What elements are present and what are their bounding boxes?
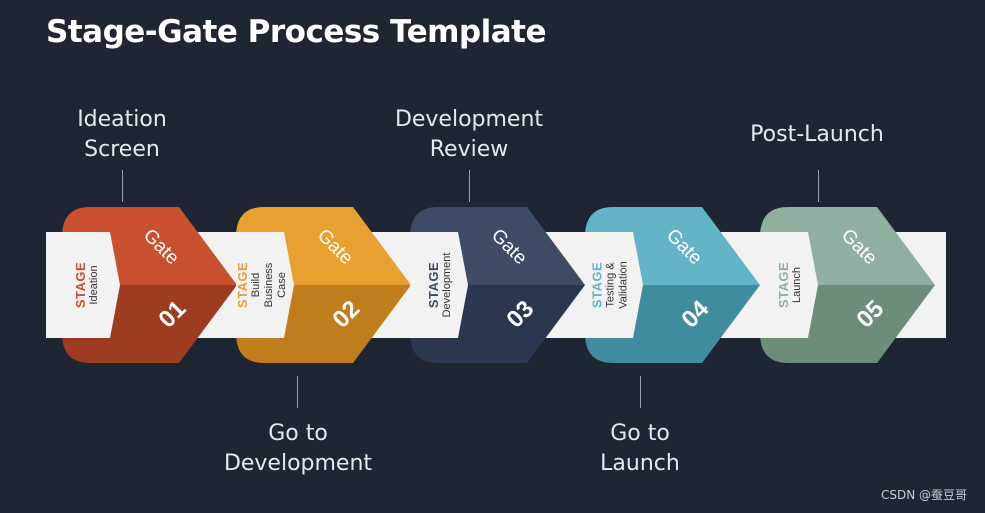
stage-word: STAGE <box>235 261 250 309</box>
connector-line <box>122 170 123 202</box>
stage-text: Ideation <box>88 265 100 305</box>
stage-text: Launch <box>791 266 803 304</box>
stage-tag-3: STAGE Development <box>426 225 454 345</box>
stage-word: STAGE <box>73 261 88 309</box>
stage-tag-4: STAGE Testing & Validation <box>590 225 631 345</box>
stage-text: Testing & Validation <box>604 261 630 309</box>
connector-line <box>818 170 819 202</box>
stage-word: STAGE <box>426 261 441 309</box>
connector-line <box>469 170 470 202</box>
stage-panel <box>62 232 120 338</box>
stage-panel <box>585 232 643 338</box>
stage-tag-5: STAGE Launch <box>776 225 804 345</box>
stage-panel <box>760 232 818 338</box>
stage-panel <box>236 232 294 338</box>
label-go-to-launch: Go to Launch <box>600 421 680 476</box>
stage-panel <box>410 232 468 338</box>
page-title: Stage-Gate Process Template <box>46 14 546 50</box>
stage-tag-1: STAGE Ideation <box>73 225 101 345</box>
watermark: CSDN @蚕豆哥 <box>880 488 967 502</box>
label-ideation-screen: Ideation Screen <box>77 107 167 162</box>
label-post-launch: Post-Launch <box>750 122 884 147</box>
stage-word: STAGE <box>589 261 605 309</box>
stage-text: Development <box>441 252 453 318</box>
stage-tag-2: STAGE Build Business Case <box>235 225 289 345</box>
stage-text: Build Business Case <box>250 262 288 308</box>
label-go-to-development: Go to Development <box>223 421 373 476</box>
stage-word: STAGE <box>776 261 791 309</box>
label-development-review: Development Review <box>394 107 544 162</box>
connector-line <box>640 376 641 408</box>
connector-line <box>297 376 298 408</box>
